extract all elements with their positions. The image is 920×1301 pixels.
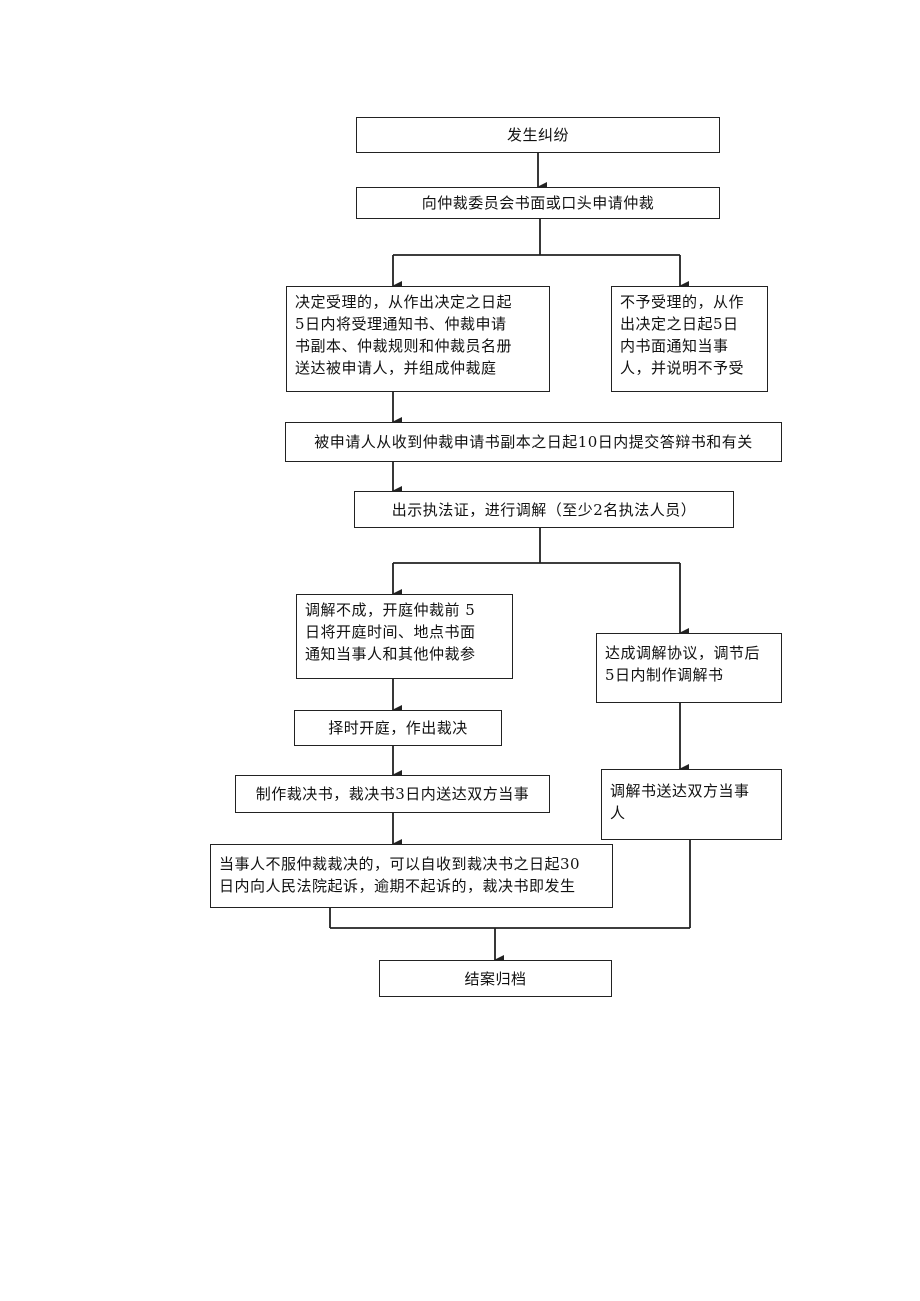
- node-award-doc: 制作裁决书，裁决书3日内送达双方当事: [235, 775, 550, 813]
- node-hearing: 择时开庭，作出裁决: [294, 710, 502, 746]
- node-respond: 被申请人从收到仲裁申请书副本之日起10日内提交答辩书和有关: [285, 422, 782, 462]
- node-archive: 结案归档: [379, 960, 612, 997]
- node-dispute: 发生纠纷: [356, 117, 720, 153]
- node-mediation-failed: 调解不成，开庭仲裁前 5 日将开庭时间、地点书面 通知当事人和其他仲裁参: [296, 594, 513, 679]
- node-mediation-agreement: 达成调解协议，调节后 5日内制作调解书: [596, 633, 782, 703]
- node-mediate: 出示执法证，进行调解（至少2名执法人员）: [354, 491, 734, 528]
- node-apply: 向仲裁委员会书面或口头申请仲裁: [356, 187, 720, 219]
- node-accept: 决定受理的，从作出决定之日起 5日内将受理通知书、仲裁申请 书副本、仲裁规则和仲…: [286, 286, 550, 392]
- node-reject: 不予受理的，从作 出决定之日起5日 内书面通知当事 人，并说明不予受: [611, 286, 768, 392]
- node-deliver-mediation: 调解书送达双方当事 人: [601, 769, 782, 840]
- node-appeal: 当事人不服仲裁裁决的，可以自收到裁决书之日起30 日内向人民法院起诉，逾期不起诉…: [210, 844, 613, 908]
